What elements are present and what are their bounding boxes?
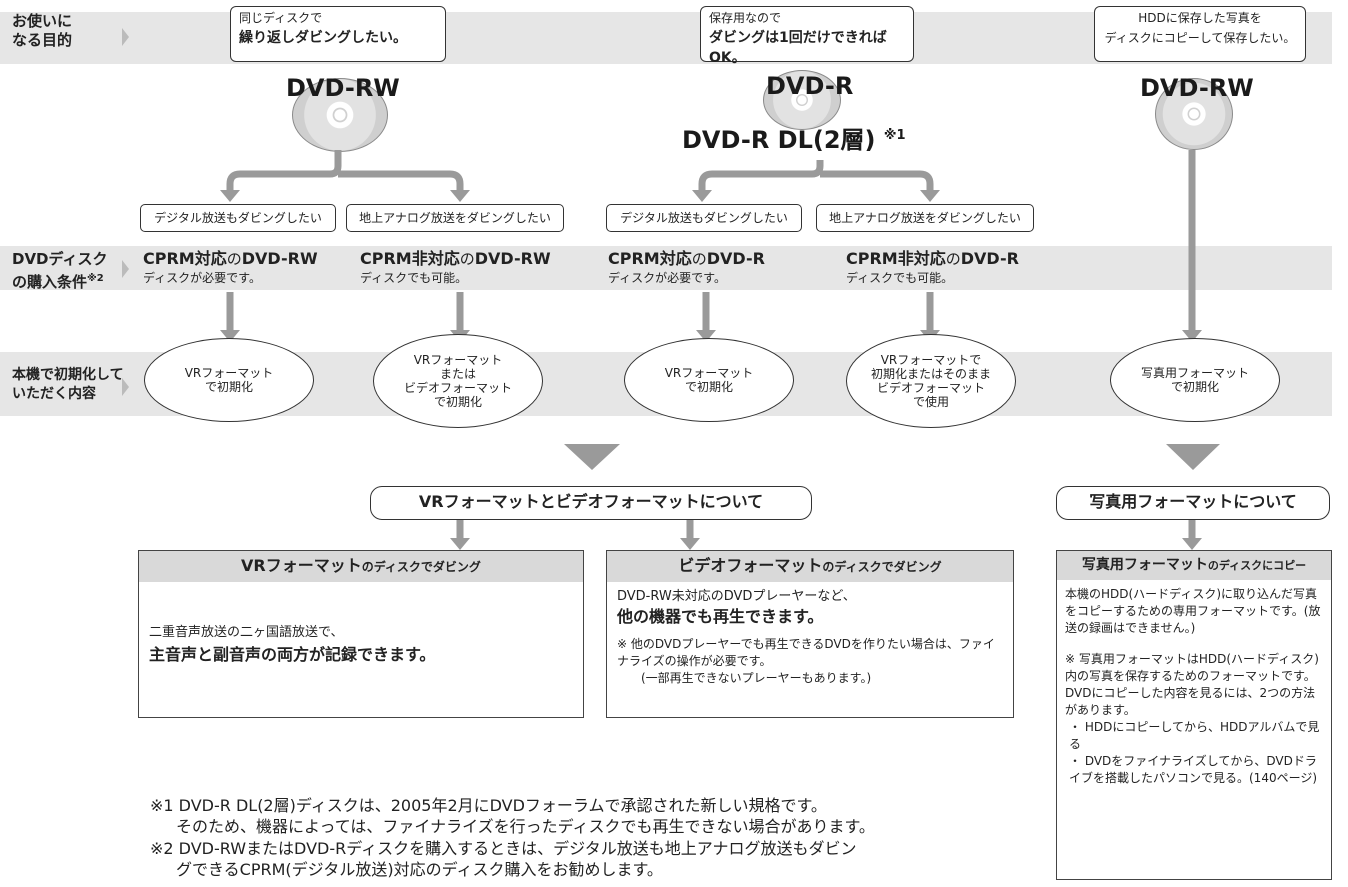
card-vr-title: VRフォーマットのディスクでダビング <box>139 551 583 582</box>
pill-vr-video-format: VRフォーマットとビデオフォーマットについて <box>370 486 812 520</box>
choice-digital-rw: デジタル放送もダビングしたい <box>140 204 336 232</box>
init-oval-vr-or-video-r: VRフォーマットで 初期化またはそのまま ビデオフォーマット で使用 <box>846 334 1016 428</box>
disc-dvd-rw-right-icon <box>1155 78 1233 150</box>
disc-label-dl: DVD-R DL(2層) ※1 <box>682 126 906 154</box>
row-arrow-condition <box>122 260 129 278</box>
purpose-box-repeat: 同じディスクで繰り返しダビングしたい。 <box>230 6 446 62</box>
card-photo-format: 写真用フォーマットのディスクにコピー 本機のHDD(ハードディスク)に取り込んだ… <box>1056 550 1332 880</box>
choice-analog-rw: 地上アナログ放送をダビングしたい <box>346 204 564 232</box>
disc-label-left: DVD-RW <box>286 74 400 102</box>
condition-cprm-rw: CPRM対応のDVD-RW ディスクが必要です。 <box>143 249 318 286</box>
pill-photo-format: 写真用フォーマットについて <box>1056 486 1330 520</box>
choice-analog-r: 地上アナログ放送をダビングしたい <box>816 204 1034 232</box>
footnote-2: ※2 DVD-RWまたはDVD-Rディスクを購入するときは、デジタル放送も地上ア… <box>150 839 857 879</box>
condition-noncprm-r: CPRM非対応のDVD-R ディスクでも可能。 <box>846 249 1019 286</box>
init-oval-vr-r: VRフォーマット で初期化 <box>624 338 794 422</box>
card-photo-title: 写真用フォーマットのディスクにコピー <box>1057 551 1331 580</box>
choice-digital-r: デジタル放送もダビングしたい <box>606 204 802 232</box>
disc-label-right: DVD-RW <box>1140 74 1254 102</box>
purpose-box-photo: HDDに保存した写真をディスクにコピーして保存したい。 <box>1094 6 1306 62</box>
row-arrow-purpose <box>122 28 129 46</box>
row-label-condition: DVDディスクの購入条件※2 <box>12 250 108 291</box>
card-video-format: ビデオフォーマットのディスクでダビング DVD-RW未対応のDVDプレーヤーなど… <box>606 550 1014 718</box>
init-oval-photo: 写真用フォーマット で初期化 <box>1110 338 1280 422</box>
disc-label-middle: DVD-R <box>766 72 854 100</box>
card-vr-format: VRフォーマットのディスクでダビング 二重音声放送の二ヶ国語放送で、 主音声と副… <box>138 550 584 718</box>
row-label-content: 本機で初期化していただく内容 <box>12 367 124 402</box>
row-arrow-content <box>122 378 129 396</box>
purpose-box-once: 保存用なのでダビングは1回だけできればOK。 <box>700 6 914 66</box>
row-label-purpose: お使いになる目的 <box>12 12 73 49</box>
condition-band <box>0 246 1332 290</box>
card-video-title: ビデオフォーマットのディスクでダビング <box>607 551 1013 582</box>
init-oval-vr-rw: VRフォーマット で初期化 <box>144 338 314 422</box>
footnote-1: ※1 DVD-R DL(2層)ディスクは、2005年2月にDVDフォーラムで承認… <box>150 796 875 836</box>
disc-dvd-r-icon <box>763 70 841 130</box>
disc-dvd-rw-left-icon <box>292 78 388 152</box>
init-oval-vr-or-video-rw: VRフォーマット または ビデオフォーマット で初期化 <box>373 334 543 428</box>
condition-cprm-r: CPRM対応のDVD-R ディスクが必要です。 <box>608 249 765 286</box>
condition-noncprm-rw: CPRM非対応のDVD-RW ディスクでも可能。 <box>360 249 551 286</box>
